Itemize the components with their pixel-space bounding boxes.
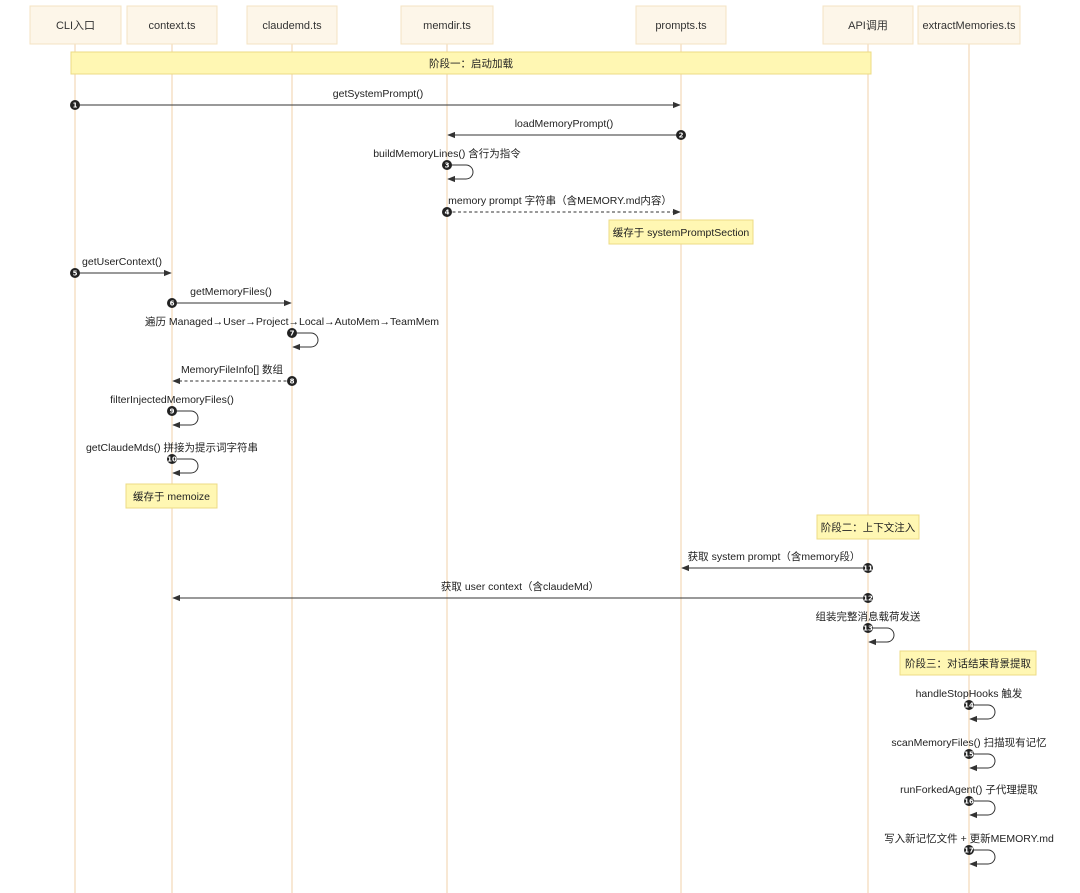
message-self-arrow — [447, 164, 474, 183]
message-label: 遍历 Managed→User→Project→Local→AutoMem→Te… — [145, 315, 439, 328]
message-label: 获取 user context（含claudeMd） — [441, 580, 599, 593]
messages: getSystemPrompt() 1 loadMemoryPrompt() 2… — [70, 88, 1054, 868]
message-number-badge — [287, 328, 297, 338]
participant-box-api — [822, 5, 914, 45]
message-label: getUserContext() — [82, 256, 162, 268]
message-label: handleStopHooks 触发 — [916, 687, 1023, 700]
note-text-system-prompt-section: 缓存于 systemPromptSection — [613, 226, 750, 239]
message-number: 3 — [445, 162, 450, 170]
message-label: scanMemoryFiles() 扫描现有记忆 — [891, 736, 1046, 749]
message-number: 2 — [679, 132, 684, 140]
message-number: 5 — [73, 270, 78, 278]
message-self-arrow — [172, 458, 199, 477]
message-number-badge — [167, 454, 177, 464]
note-text-memoize: 缓存于 memoize — [133, 490, 210, 503]
message-number-badge — [964, 749, 974, 759]
message-number: 7 — [290, 330, 295, 338]
participant-box-prompts — [635, 5, 727, 45]
phase-notes: 阶段一：启动加载 阶段二：上下文注入 阶段三：对话结束背景提取 — [70, 51, 1037, 676]
message-number: 9 — [170, 408, 175, 416]
message-number: 4 — [445, 209, 450, 217]
phase-note-text-3: 阶段三：对话结束背景提取 — [905, 657, 1031, 670]
message-self-arrow — [292, 332, 319, 351]
notes: 缓存于 systemPromptSection 缓存于 memoize — [125, 219, 754, 509]
message-number-badge — [964, 700, 974, 710]
message-number: 6 — [170, 300, 175, 308]
message-label: getSystemPrompt() — [333, 88, 423, 100]
message-self-arrow — [969, 849, 996, 868]
message-label: MemoryFileInfo[] 数组 — [181, 363, 284, 376]
participant-label-context: context.ts — [148, 20, 196, 32]
message-number-badge — [70, 268, 80, 278]
message-number: 8 — [290, 378, 295, 386]
message-number-badge — [70, 100, 80, 110]
message-number: 10 — [167, 456, 177, 464]
message-label: filterInjectedMemoryFiles() — [110, 394, 234, 406]
message-number-badge — [964, 796, 974, 806]
message-self-arrow — [868, 627, 895, 646]
message-number: 16 — [964, 798, 974, 806]
message-number: 1 — [73, 102, 78, 110]
message-number-badge — [287, 376, 297, 386]
note-box-system-prompt-section — [608, 219, 754, 245]
message-label: buildMemoryLines() 含行为指令 — [373, 147, 521, 160]
phase-note-text-2: 阶段二：上下文注入 — [821, 521, 916, 534]
message-number: 13 — [863, 625, 873, 633]
note-box-memoize — [125, 483, 218, 509]
participant-label-claudemd: claudemd.ts — [262, 20, 322, 32]
message-label: 组装完整消息载荷发送 — [816, 610, 921, 623]
phase-note-box-3 — [899, 650, 1037, 676]
phase-note-text-1: 阶段一：启动加载 — [429, 57, 513, 70]
participant-label-memdir: memdir.ts — [423, 20, 471, 32]
participant-box-context — [126, 5, 218, 45]
participant-box-memdir — [400, 5, 494, 45]
message-number-badge — [964, 845, 974, 855]
participant-box-claudemd — [246, 5, 338, 45]
message-number-badge — [167, 298, 177, 308]
message-label: memory prompt 字符串（含MEMORY.md内容） — [448, 194, 672, 207]
message-self-arrow — [172, 410, 199, 429]
message-number-badge — [442, 160, 452, 170]
message-number-badge — [863, 623, 873, 633]
message-label: getClaudeMds() 拼接为提示词字符串 — [86, 441, 258, 454]
message-number-badge — [442, 207, 452, 217]
participant-label-extract: extractMemories.ts — [923, 20, 1016, 32]
message-number: 14 — [964, 702, 974, 710]
participant-box-extract — [917, 5, 1021, 45]
participant-label-api: API调用 — [848, 19, 888, 32]
phase-note-box-1 — [70, 51, 872, 75]
participant-label-prompts: prompts.ts — [655, 20, 707, 32]
message-label: 写入新记忆文件 + 更新MEMORY.md — [884, 832, 1054, 845]
message-label: 获取 system prompt（含memory段） — [688, 550, 861, 563]
message-number-badge — [167, 406, 177, 416]
message-self-arrow — [969, 704, 996, 723]
message-number: 12 — [863, 595, 873, 603]
participant-label-cli: CLI入口 — [56, 20, 95, 32]
phase-note-box-2 — [816, 514, 920, 540]
lifelines — [74, 44, 970, 893]
message-number-badge — [863, 563, 873, 573]
message-number-badge — [676, 130, 686, 140]
message-label: runForkedAgent() 子代理提取 — [900, 784, 1038, 796]
message-number: 15 — [964, 751, 974, 759]
message-self-arrow — [969, 753, 996, 772]
participants: CLI入口 context.ts claudemd.ts memdir.ts p… — [29, 5, 1021, 45]
participant-box-cli — [29, 5, 122, 45]
message-number: 17 — [964, 847, 974, 855]
message-self-arrow — [969, 800, 996, 819]
message-number-badge — [863, 593, 873, 603]
message-label: loadMemoryPrompt() — [515, 118, 614, 130]
message-label: getMemoryFiles() — [190, 286, 272, 298]
message-number: 11 — [863, 565, 873, 573]
